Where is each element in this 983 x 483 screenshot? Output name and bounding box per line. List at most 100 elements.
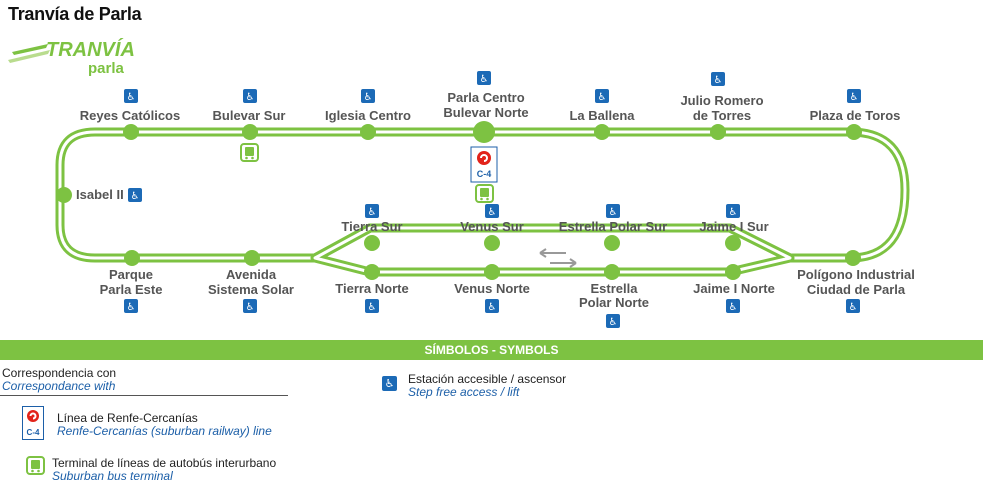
label-tierra-norte: Tierra Norte [335,281,408,296]
svg-text:♿: ♿ [729,302,738,313]
accessible-icon: ♿ [485,204,499,218]
label-parla-centro: Parla Centro [447,90,524,105]
svg-text:♿: ♿ [609,207,618,218]
svg-text:♿: ♿ [488,302,497,313]
label-tierra-sur: Tierra Sur [341,219,402,234]
legend-bus-es: Terminal de líneas de autobús interurban… [52,456,277,470]
svg-text:♿: ♿ [368,207,377,218]
station-dot-avenida-sistema-solar [244,250,260,266]
svg-text:♿: ♿ [127,302,136,313]
station-dot-tierra-norte [364,264,380,280]
station-dot-plaza-toros [846,124,862,140]
station-dot-estrella-polar-norte [604,264,620,280]
label-jaime-i-sur: Jaime I Sur [699,219,768,234]
station-dot-jaime-i-sur [725,235,741,251]
svg-text:♿: ♿ [488,207,497,218]
accessible-legend-icon: ♿ [382,376,397,391]
svg-text:♿: ♿ [368,302,377,313]
station-dot-venus-sur [484,235,500,251]
label-jaime-i-norte: Jaime I Norte [693,281,775,296]
label-plaza-toros: Plaza de Toros [810,108,901,123]
label-bulevar-norte: Bulevar Norte [443,105,528,120]
label-parla-este: Parla Este [100,282,163,297]
svg-text:♿: ♿ [480,74,489,85]
inner-track [310,223,795,277]
accessible-icon: ♿ [243,299,257,313]
station-dot-reyes-catolicos [123,124,139,140]
accessible-icon: ♿ [606,314,620,328]
logo-word-parla: parla [88,60,125,76]
label-isabel-ii: Isabel II [76,187,124,202]
direction-arrows [539,248,577,268]
station-dot-iglesia-centro [360,124,376,140]
accessible-icon: ♿ [124,89,138,103]
station-dot-jaime-i-norte [725,264,741,280]
svg-text:♿: ♿ [246,92,255,103]
label-parque: Parque [109,267,153,282]
logo-word-tranvia: TRANVÍA [46,38,135,61]
station-dot-julio-romero [710,124,726,140]
svg-text:♿: ♿ [127,92,136,103]
accessible-icon: ♿ [711,72,725,86]
label-reyes-catolicos: Reyes Católicos [80,108,180,123]
legend-renfe-en: Renfe-Cercanías (suburban railway) line [57,424,272,438]
svg-text:♿: ♿ [598,92,607,103]
label-avenida: Avenida [226,267,277,282]
renfe-cercanias-icon: C-4 [22,406,44,440]
svg-text:♿: ♿ [131,191,140,202]
station-dot-isabel-ii [56,187,72,203]
station-dot-parla-centro [473,121,495,143]
label-polar-norte: Polar Norte [579,295,649,310]
bus-terminal-icon [475,184,494,203]
accessible-icon: ♿ [846,299,860,313]
label-julio-romero: Julio Romero [680,93,763,108]
accessible-icon: ♿ [243,89,257,103]
legend-renfe-es: Línea de Renfe-Cercanías [57,411,198,425]
accessible-icon: ♿ [726,204,740,218]
svg-text:♿: ♿ [246,302,255,313]
accessible-icon: ♿ [847,89,861,103]
label-venus-norte: Venus Norte [454,281,530,296]
accessible-icon: ♿ [124,299,138,313]
accessible-icon: ♿ [365,204,379,218]
svg-text:♿: ♿ [850,92,859,103]
legend-bar [0,340,983,360]
label-la-ballena: La Ballena [569,108,635,123]
station-dot-tierra-sur [364,235,380,251]
tram-network-map: Reyes Católicos Bulevar Sur Iglesia Cent… [55,71,915,328]
station-dots [56,121,862,280]
renfe-line-label: C-4 [477,169,492,179]
accessible-icons: ♿ ♿ ♿ ♿ ♿ ♿ ♿ ♿ ♿ ♿ ♿ ♿ ♿ ♿ ♿ ♿ ♿ ♿ ♿ [124,71,861,328]
label-venus-sur: Venus Sur [460,219,524,234]
accessible-icon: ♿ [365,299,379,313]
svg-text:♿: ♿ [364,92,373,103]
map-title: Tranvía de Parla [8,4,142,24]
label-iglesia-centro: Iglesia Centro [325,108,411,123]
bus-terminal-icon [240,143,259,162]
station-dot-bulevar-sur [242,124,258,140]
station-labels: Reyes Católicos Bulevar Sur Iglesia Cent… [76,90,915,310]
svg-text:♿: ♿ [849,302,858,313]
label-estrella: Estrella [591,281,639,296]
station-dot-estrella-polar-sur [604,235,620,251]
svg-text:♿: ♿ [729,207,738,218]
label-estrella-polar-sur: Estrella Polar Sur [559,219,667,234]
legend-divider [0,395,288,396]
station-dot-venus-norte [484,264,500,280]
station-dot-parque-parla-este [124,250,140,266]
renfe-c4-icon: C-4 [470,146,498,183]
accessible-icon: ♿ [128,188,142,202]
legend-accessible-en: Step free access / lift [408,385,520,399]
accessible-icon: ♿ [595,89,609,103]
svg-text:♿: ♿ [714,75,723,86]
legend-bar-title: SÍMBOLOS - SYMBOLS [424,343,559,357]
label-poligono-industrial: Polígono Industrial [797,267,915,282]
legend-bus-en: Suburban bus terminal [52,469,173,483]
accessible-icon: ♿ [726,299,740,313]
label-bulevar-sur: Bulevar Sur [213,108,286,123]
station-dot-poligono [845,250,861,266]
legend-accessible-es: Estación accesible / ascensor [408,372,567,386]
accessible-icon: ♿ [361,89,375,103]
svg-text:♿: ♿ [609,317,618,328]
accessible-icon: ♿ [606,204,620,218]
